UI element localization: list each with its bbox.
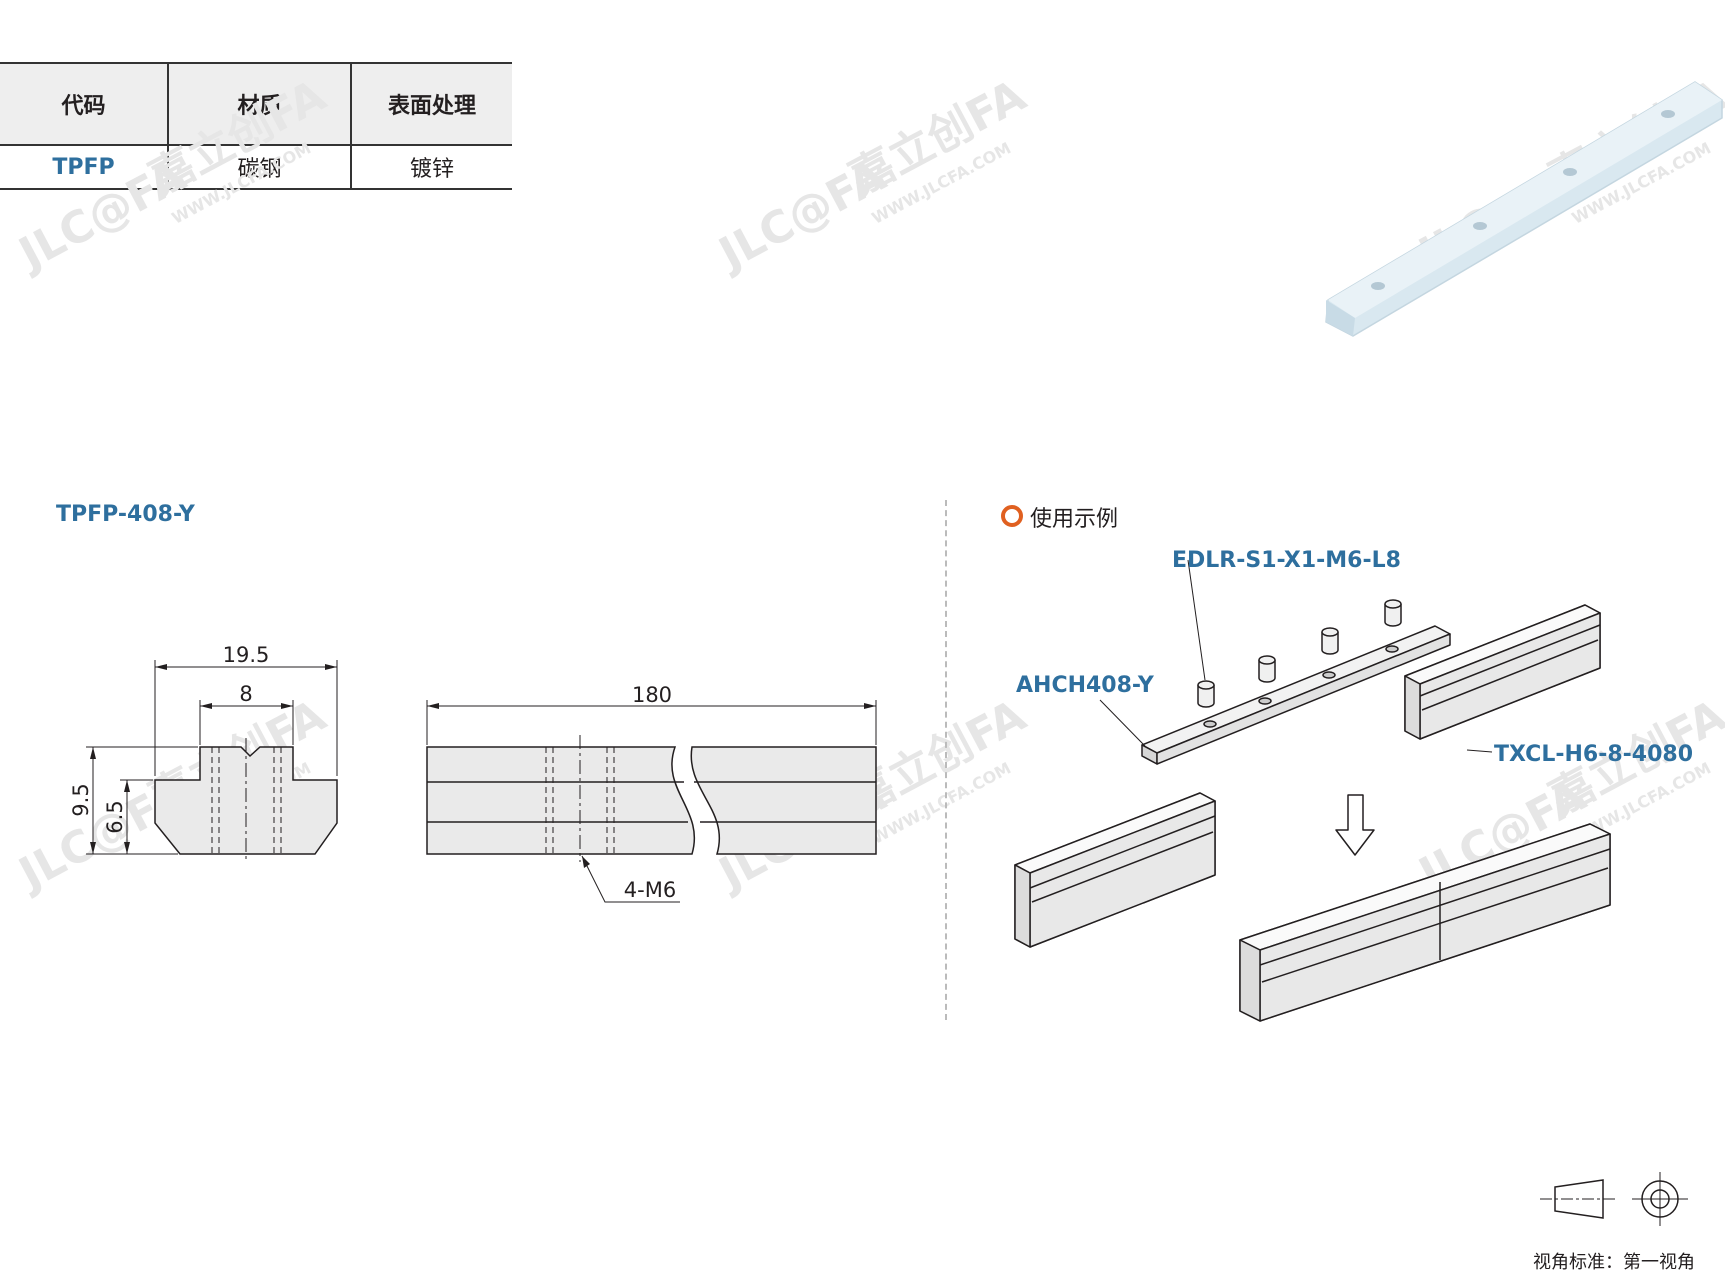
profile-top-right [1404, 604, 1601, 740]
dim-slot: 8 [239, 682, 252, 706]
profile-assembled [1239, 823, 1611, 1022]
set-screws [1197, 599, 1402, 708]
usage-illustration [1014, 559, 1611, 1022]
dim-length: 180 [632, 683, 672, 707]
dim-width: 19.5 [223, 643, 270, 667]
label-profile: TXCL-H6-8-4080 [1494, 742, 1693, 767]
section-hidden-holes [211, 747, 282, 854]
down-arrow [1335, 794, 1375, 856]
label-plate: AHCH408-Y [1016, 673, 1154, 698]
section-divider [945, 500, 947, 1020]
dim-height: 9.5 [69, 783, 93, 816]
cell-surface: 镀锌 [351, 145, 512, 190]
plate-part [1141, 625, 1451, 765]
first-angle-projection-symbol [1540, 1172, 1688, 1226]
cell-code: TPFP [0, 145, 169, 190]
cell-material: 碳钢 [168, 145, 352, 190]
dim-inner-height: 6.5 [103, 800, 127, 833]
table-row: TPFP 碳钢 镀锌 [0, 145, 512, 190]
usage-title: 使用示例 [1030, 507, 1119, 532]
drawing-title: TPFP-408-Y [56, 502, 195, 527]
header-surface: 表面处理 [351, 62, 512, 146]
usage-bullet-icon [1001, 505, 1023, 527]
dim-holes: 4-M6 [624, 878, 676, 902]
label-screw: EDLR-S1-X1-M6-L8 [1172, 548, 1401, 573]
projection-label: 视角标准：第一视角 [1533, 1252, 1695, 1273]
side-view [426, 700, 877, 903]
cross-section-view [86, 660, 338, 862]
header-material: 材质 [168, 62, 352, 146]
watermark-1: JLC@FA 嘉立创FA WWW.JLCFA.COM [9, 70, 334, 281]
profile-bottom-left [1014, 792, 1216, 948]
product-render [1325, 81, 1723, 337]
header-code: 代码 [0, 62, 169, 146]
spec-table: 代码 材质 表面处理 TPFP 碳钢 镀锌 [0, 62, 512, 190]
watermark-2: JLC@FA 嘉立创FA WWW.JLCFA.COM [709, 70, 1034, 281]
table-header-row: 代码 材质 表面处理 [0, 62, 512, 146]
